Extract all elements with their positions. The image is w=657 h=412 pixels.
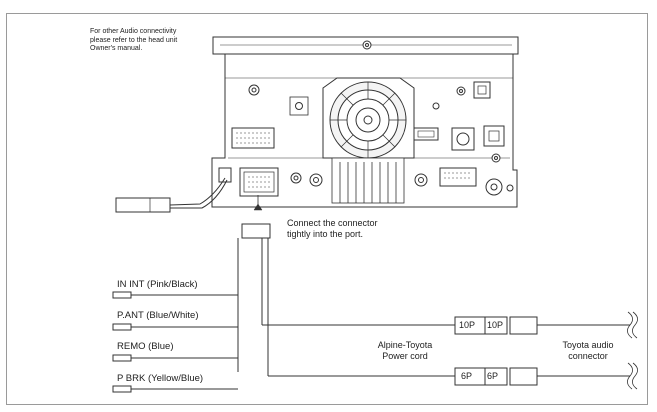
power-cord-line-2: Power cord xyxy=(382,351,428,361)
audio-connector-label: Toyota audio connector xyxy=(548,340,628,362)
connector-label-6p-right: 6P xyxy=(487,371,499,381)
hdmi-port xyxy=(439,167,477,187)
wire-label-p-brk: P BRK (Yellow/Blue) xyxy=(117,373,204,384)
power-cord-label: Alpine-Toyota Power cord xyxy=(360,340,450,362)
connector-6p-mate xyxy=(509,367,538,386)
connector-10p-mate xyxy=(509,316,538,335)
break-marks xyxy=(627,311,638,390)
audio-connector-line-1: Toyota audio xyxy=(562,340,614,350)
antenna-jack xyxy=(218,167,232,183)
wire-label-remo: REMO (Blue) xyxy=(117,341,174,352)
audio-connectivity-note: For other Audio connectivity please refe… xyxy=(90,28,240,54)
heat-sink xyxy=(331,157,405,204)
connect-line-2: tightly into the port. xyxy=(287,229,364,239)
connect-instruction: Connect the connector tightly into the p… xyxy=(287,218,378,240)
diagram-frame xyxy=(6,13,648,405)
cooling-fan xyxy=(329,81,407,159)
note-line-1: For other Audio connectivity xyxy=(90,28,177,35)
wire-label-in-int: IN INT (Pink/Black) xyxy=(117,279,198,290)
plug-connectors xyxy=(454,316,538,386)
antenna-plug xyxy=(115,197,171,213)
connector-6p-right xyxy=(484,367,508,386)
connect-line-1: Connect the connector xyxy=(287,218,378,228)
connector-label-10p-right: 10P xyxy=(487,320,504,330)
power-cord-line-1: Alpine-Toyota xyxy=(377,340,433,350)
harness-wires xyxy=(113,238,630,390)
harness-connector xyxy=(241,195,271,239)
wire-label-p-ant: P.ANT (Blue/White) xyxy=(117,310,199,321)
audio-connector-line-2: connector xyxy=(568,351,608,361)
connector-label-10p-left: 10P xyxy=(459,320,476,330)
connector-label-6p-left: 6P xyxy=(461,371,473,381)
connector-10p-right xyxy=(484,316,508,335)
note-line-3: Owner's manual. xyxy=(90,45,143,52)
note-line-2: please refer to the head unit xyxy=(90,36,178,44)
connector-plug xyxy=(241,223,271,239)
wire-terminals xyxy=(112,291,132,393)
antenna-cable xyxy=(115,177,228,213)
head-unit xyxy=(211,36,519,208)
